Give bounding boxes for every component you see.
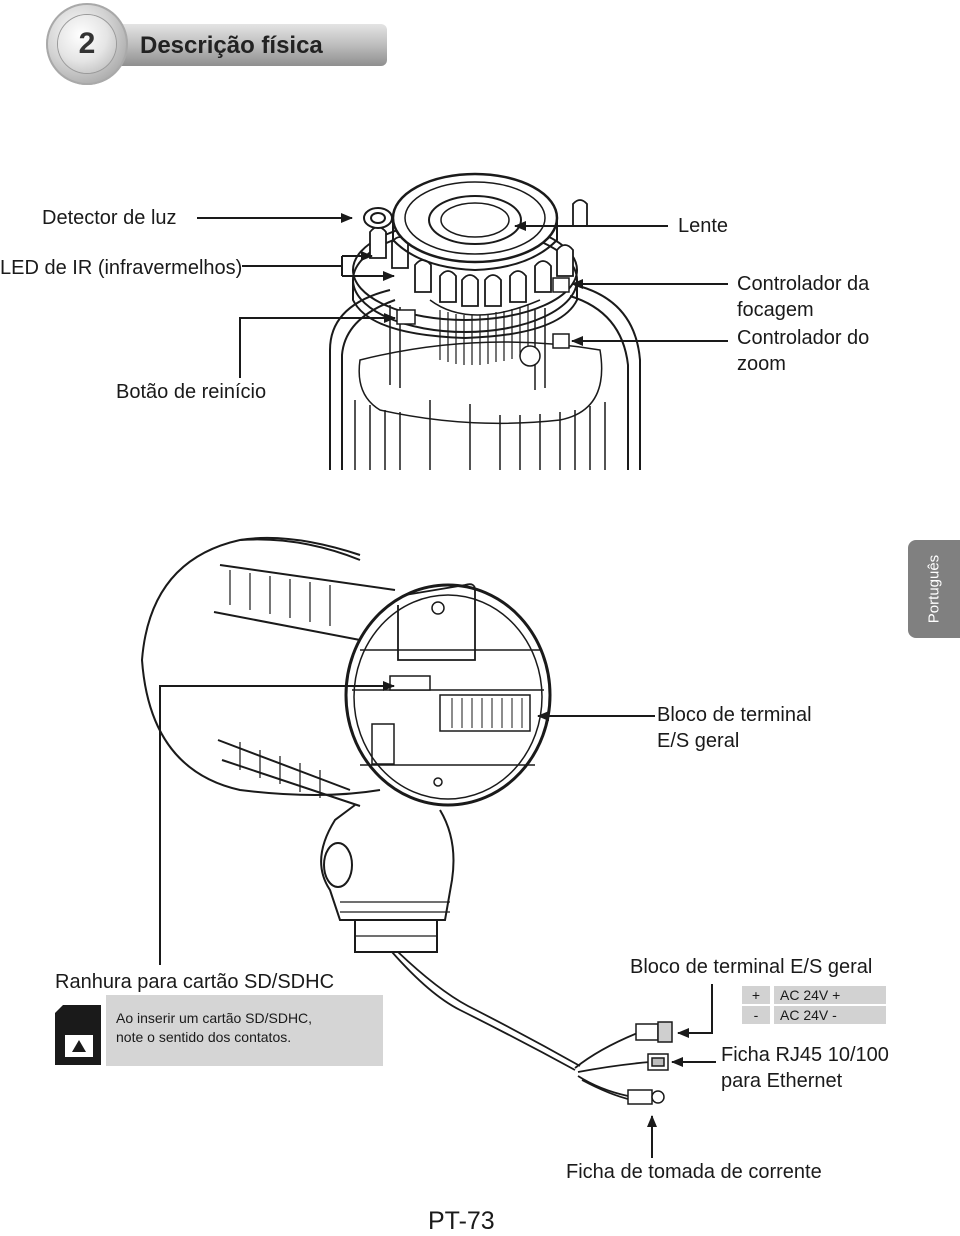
terminal-pin-sign: + xyxy=(742,986,770,1004)
terminal-pin-table: +AC 24V +-AC 24V - xyxy=(742,984,886,1026)
camera-top-view xyxy=(329,172,641,470)
label-sd-slot: Ranhura para cartão SD/SDHC xyxy=(55,971,335,993)
terminal-block-connector xyxy=(635,1021,673,1043)
label-terminal-block: Bloco de terminal E/S geral xyxy=(657,704,812,752)
side-view-leader-lines xyxy=(159,681,655,965)
cable-bundle xyxy=(391,951,651,1101)
label-light-detector: Detector de luz xyxy=(42,207,177,229)
note-line-1: Ao inserir um cartão SD/SDHC, xyxy=(116,1010,313,1026)
label-reset-button: Botão de reinício xyxy=(116,381,267,403)
label-ir-led: LED de IR (infravermelhos) xyxy=(0,257,243,279)
note-line-2: note o sentido dos contatos. xyxy=(116,1029,292,1045)
label-rj45: Ficha RJ45 10/100 para Ethernet xyxy=(721,1044,889,1092)
rj45-connector xyxy=(647,1053,669,1071)
section-number-badge: 2 xyxy=(46,3,128,85)
terminal-pin-row: +AC 24V + xyxy=(742,986,886,1004)
sd-insert-note: Ao inserir um cartão SD/SDHC, note o sen… xyxy=(106,995,383,1066)
section-number: 2 xyxy=(58,15,116,73)
top-view-leader-lines xyxy=(197,213,728,378)
page-number: PT-73 xyxy=(428,1207,495,1235)
section-title: Descrição física xyxy=(140,32,323,59)
label-io-terminal-block: Bloco de terminal E/S geral xyxy=(630,956,873,978)
section-header-bar xyxy=(95,24,387,66)
terminal-pin-label: AC 24V - xyxy=(770,1006,886,1024)
label-focus-controller: Controlador da focagem xyxy=(737,273,870,321)
power-jack-connector xyxy=(627,1089,665,1105)
cable-leader-lines xyxy=(647,984,716,1158)
terminal-pin-row: -AC 24V - xyxy=(742,1006,886,1024)
terminal-pin-sign: - xyxy=(742,1006,770,1024)
camera-side-view xyxy=(140,536,552,953)
label-zoom-controller: Controlador do zoom xyxy=(737,327,870,375)
sd-card-icon xyxy=(55,1005,101,1065)
language-tab[interactable]: Português xyxy=(908,540,960,638)
label-power-jack: Ficha de tomada de corrente xyxy=(566,1161,822,1183)
terminal-pin-label: AC 24V + xyxy=(770,986,886,1004)
label-lens: Lente xyxy=(678,215,729,237)
